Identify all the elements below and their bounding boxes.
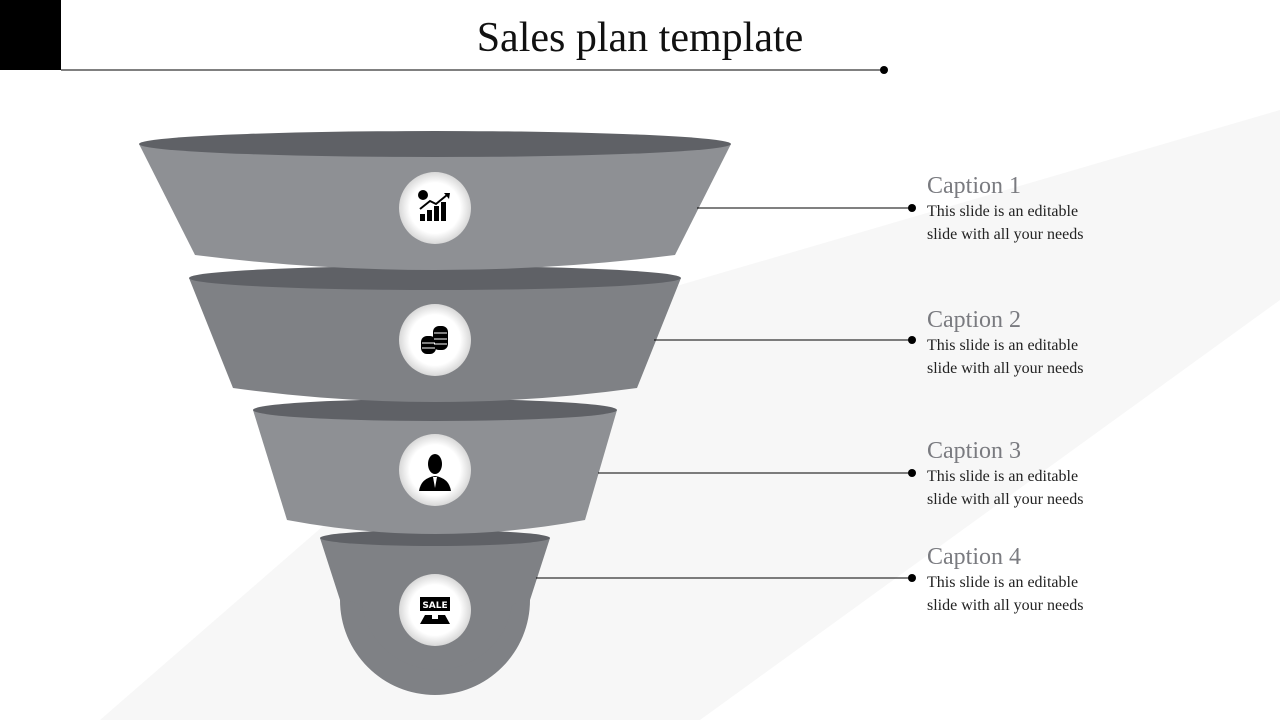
caption-title: Caption 2: [927, 307, 1021, 333]
caption-text: This slide is an editable: [927, 574, 1079, 591]
caption-title: Caption 4: [927, 544, 1021, 570]
caption-text: slide with all your needs: [927, 597, 1084, 614]
caption-title: Caption 1: [927, 173, 1021, 199]
caption-text: slide with all your needs: [927, 491, 1084, 508]
sale-sign-icon: SALE: [399, 574, 471, 646]
title-underline-dot: [880, 66, 888, 74]
growth-chart-icon: [399, 172, 471, 244]
connector-dots: [908, 204, 916, 582]
caption-block-1: Caption 1 This slide is an editable slid…: [927, 172, 1227, 246]
caption-text: slide with all your needs: [927, 360, 1084, 377]
page-title: Sales plan template: [476, 15, 804, 61]
svg-text:SALE: SALE: [422, 601, 447, 611]
caption-block-4: Caption 4 This slide is an editable slid…: [927, 543, 1227, 617]
businessman-icon: [399, 434, 471, 506]
caption-title: Caption 3: [927, 438, 1021, 464]
connector-lines: [536, 207, 912, 579]
caption-block-3: Caption 3 This slide is an editable slid…: [927, 437, 1227, 511]
caption-text: This slide is an editable: [927, 337, 1079, 354]
caption-text: slide with all your needs: [927, 226, 1084, 243]
caption-block-2: Caption 2 This slide is an editable slid…: [927, 306, 1227, 380]
caption-text: This slide is an editable: [927, 468, 1079, 485]
corner-block: [0, 0, 61, 70]
coins-icon: [399, 304, 471, 376]
caption-text: This slide is an editable: [927, 203, 1079, 220]
